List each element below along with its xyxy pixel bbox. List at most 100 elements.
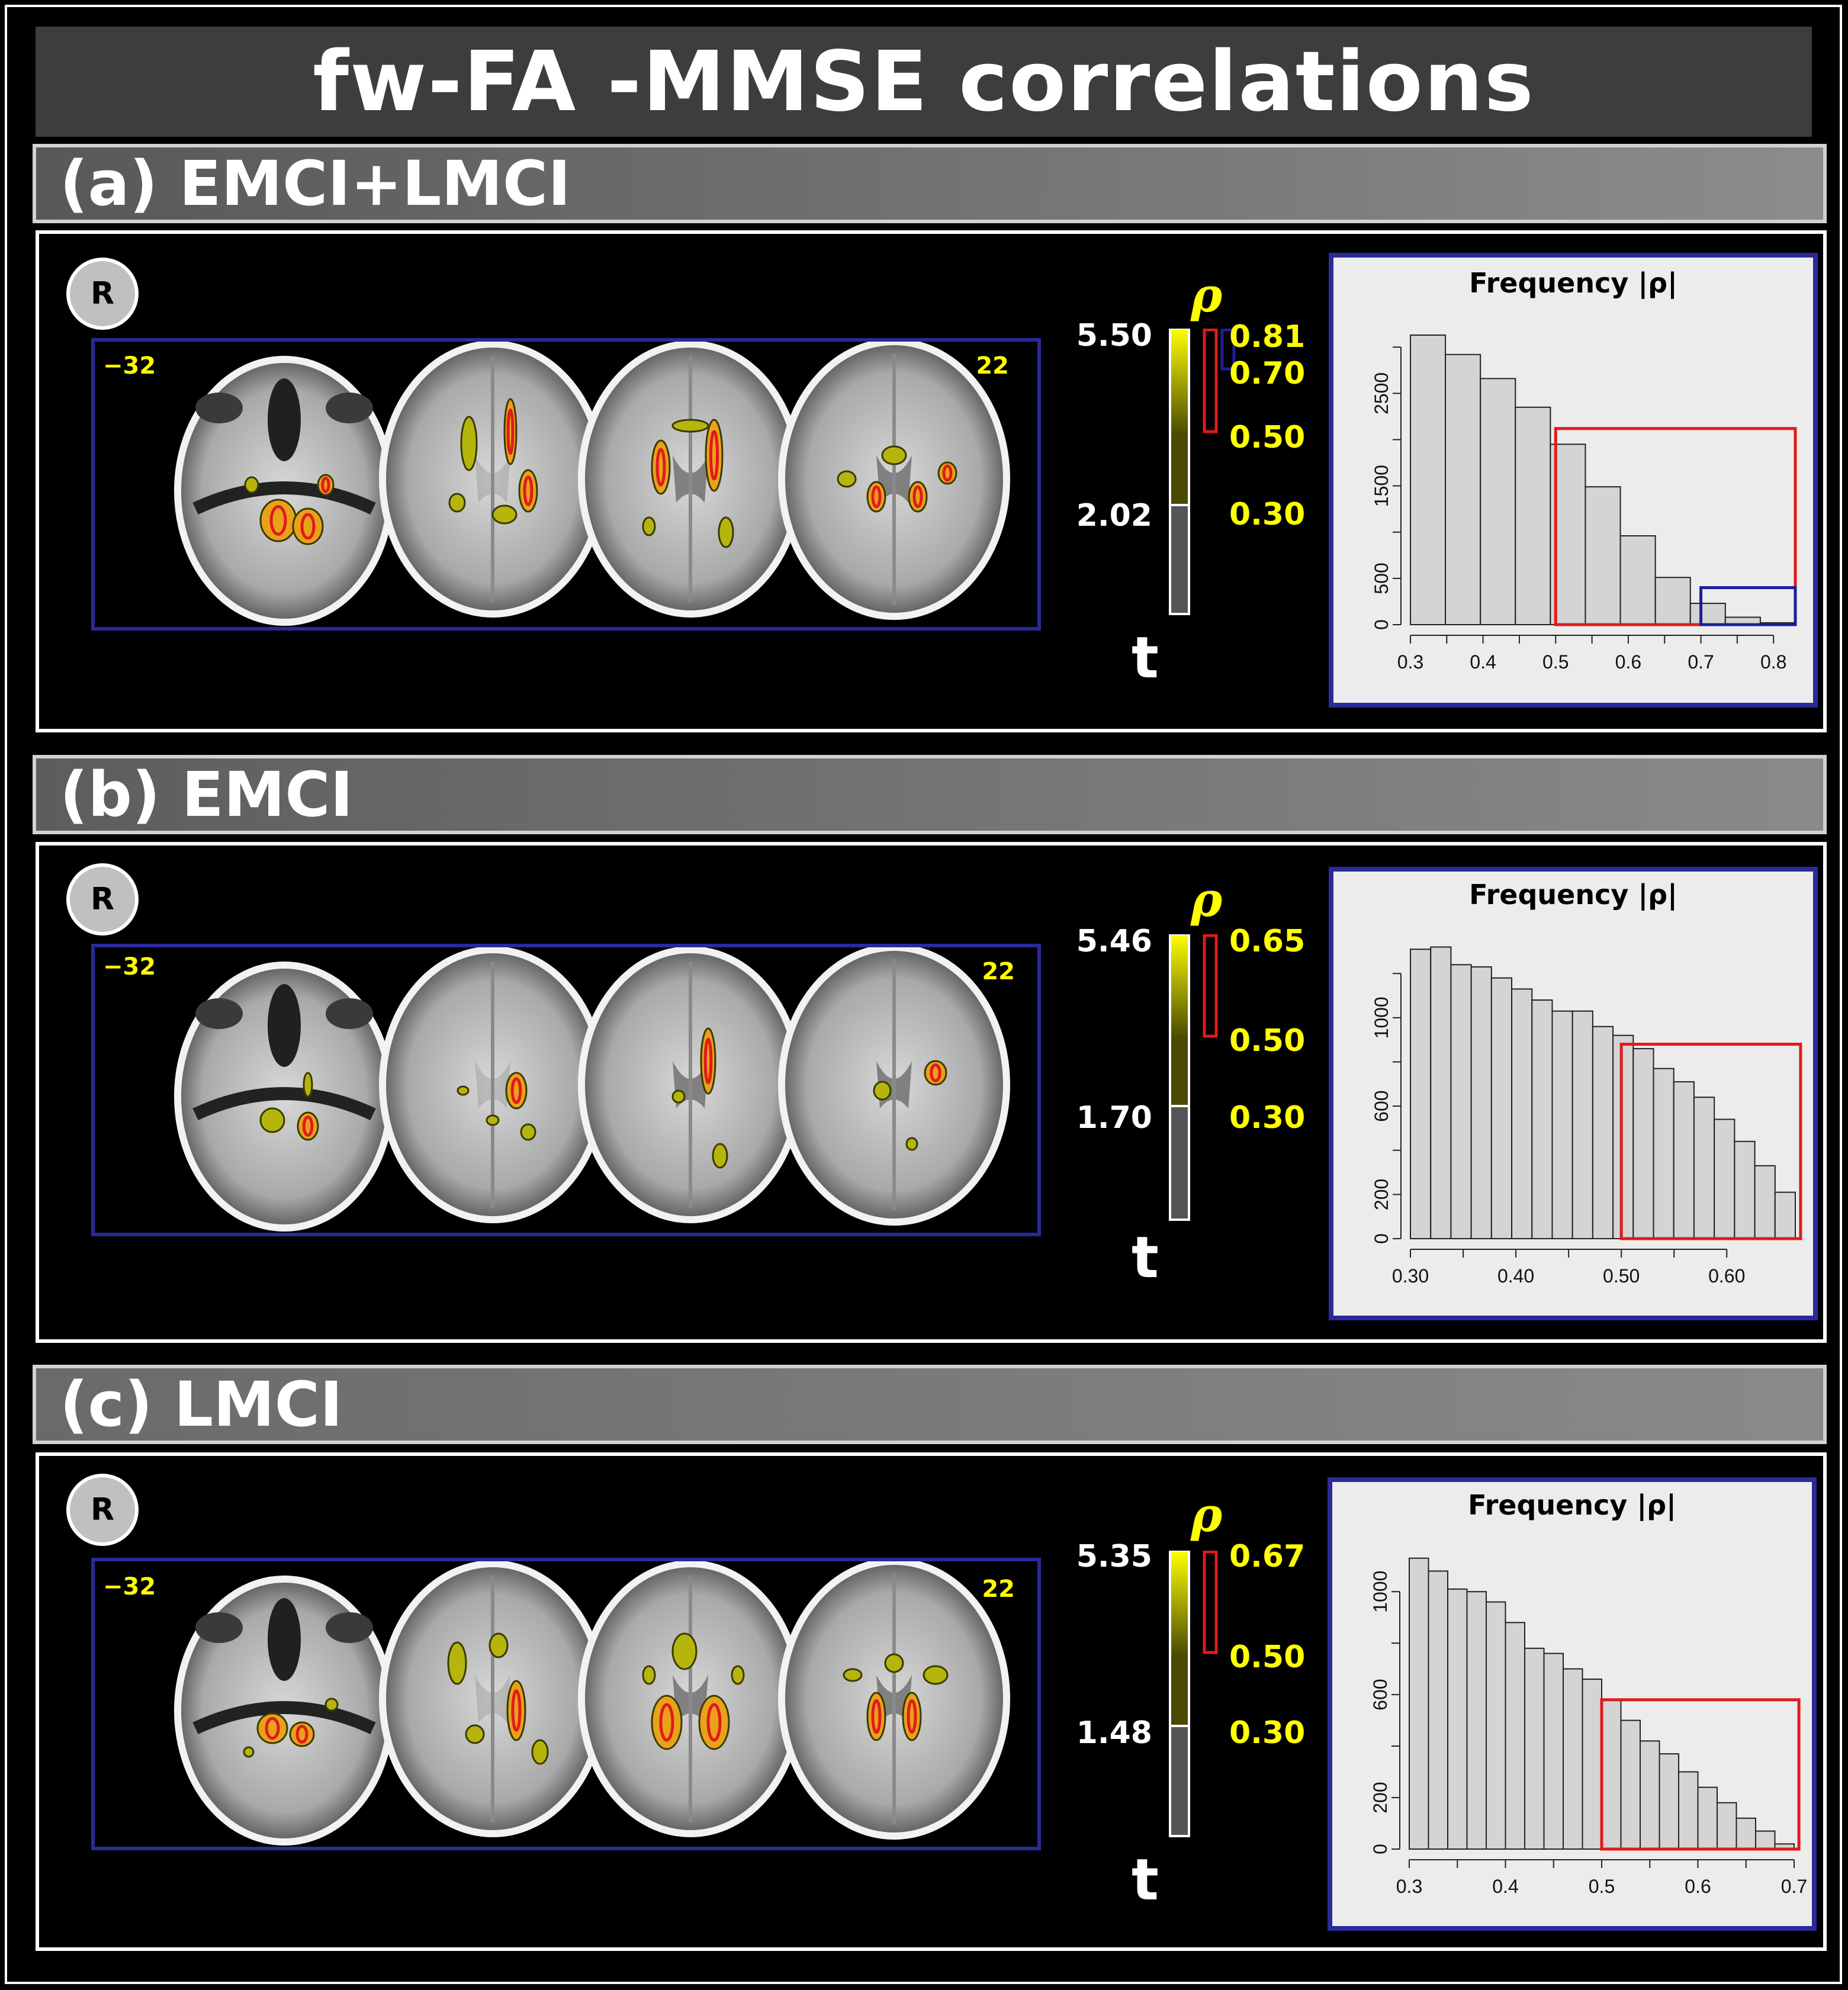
histogram-highlight-box <box>1619 1043 1802 1240</box>
activation-cluster <box>924 1060 947 1086</box>
activation-cluster <box>731 1665 745 1685</box>
x-tick-label: 0.5 <box>1542 651 1569 673</box>
slice-label-right: 22 <box>976 352 1009 380</box>
colorbar <box>1169 329 1236 615</box>
histogram-bar <box>1410 334 1447 625</box>
activation-cluster <box>289 1721 315 1747</box>
histogram-bar <box>1717 1802 1737 1850</box>
histogram-bar <box>1505 1622 1525 1850</box>
brain-structure <box>195 1612 243 1643</box>
histogram-bar <box>1734 1140 1756 1239</box>
activation-cluster <box>905 1137 918 1151</box>
activation-cluster <box>884 1653 904 1673</box>
activation-cluster-peak <box>709 430 719 481</box>
panel-b: R −32 22 5.46 1.70 ρ 0.65 0.50 0.30 t Fr… <box>36 842 1827 1343</box>
histogram-highlight-box <box>1600 1698 1801 1851</box>
histogram-bar <box>1551 1010 1573 1240</box>
colorbar-nonsignificant <box>1169 1725 1190 1837</box>
histogram-bar <box>1601 1699 1622 1850</box>
x-tick-label: 0.6 <box>1685 1876 1711 1897</box>
histogram-bar <box>1430 946 1452 1240</box>
colorbar-red-range <box>1203 1551 1218 1654</box>
activation-cluster <box>317 474 335 496</box>
activation-cluster-peak <box>907 1699 917 1734</box>
activation-cluster-peak <box>871 1699 882 1734</box>
x-tick-label: 0.50 <box>1603 1265 1640 1287</box>
x-tick-label: 0.4 <box>1470 651 1496 673</box>
rho-label-0: 0.81 <box>1229 319 1306 355</box>
x-tick-label: 0.4 <box>1492 1876 1518 1897</box>
brain-structure <box>268 1598 301 1681</box>
activation-cluster-peak <box>655 448 666 487</box>
histogram-bar <box>1640 1740 1660 1850</box>
histogram-bar <box>1632 1048 1654 1239</box>
y-tick-label: 0 <box>1371 1233 1392 1244</box>
activation-cluster <box>902 1692 922 1741</box>
activation-cluster <box>837 470 857 488</box>
activation-cluster <box>873 1081 892 1101</box>
x-tick-label: 0.8 <box>1760 651 1786 673</box>
brain-slices <box>174 342 1010 626</box>
histogram-highlight-box <box>1699 586 1797 626</box>
histogram-bar <box>1543 1653 1564 1850</box>
section-header-b: (b) EMCI <box>33 755 1827 834</box>
activation-cluster <box>324 1698 339 1712</box>
brain-structure <box>268 984 301 1067</box>
activation-cluster <box>866 481 886 513</box>
t-min-label: 2.02 <box>1076 498 1152 533</box>
y-tick-label: 1000 <box>1370 1571 1391 1613</box>
activation-cluster <box>531 1739 549 1765</box>
activation-cluster-peak <box>659 1703 674 1742</box>
histogram-bar <box>1755 1830 1776 1850</box>
slice-label-left: −32 <box>103 953 156 980</box>
colorbar-red-range <box>1203 934 1218 1038</box>
activation-cluster <box>518 469 538 513</box>
histogram-highlight-box <box>1554 427 1797 626</box>
activation-cluster <box>642 1665 656 1685</box>
histogram-bar <box>1524 1647 1545 1850</box>
rho-label-1: 0.50 <box>1229 1023 1306 1059</box>
activation-cluster-peak <box>930 1063 941 1082</box>
histogram-bar <box>1511 988 1533 1239</box>
t-max-label: 5.46 <box>1076 924 1152 959</box>
histogram-bar <box>1735 1817 1756 1850</box>
histogram-bar <box>1654 577 1691 625</box>
x-tick-label: 0.7 <box>1688 651 1714 673</box>
activation-cluster <box>448 493 466 513</box>
brain-structure <box>268 378 301 461</box>
histogram-bar <box>1592 1025 1614 1239</box>
histogram-bar <box>1531 999 1553 1239</box>
t-symbol: t <box>1132 625 1159 691</box>
t-min-label: 1.48 <box>1076 1715 1152 1751</box>
y-tick-label: 600 <box>1370 1679 1391 1710</box>
x-tick-label: 0.30 <box>1392 1265 1429 1287</box>
t-symbol: t <box>1132 1224 1159 1291</box>
colorbar-significant <box>1169 934 1190 1107</box>
activation-cluster-peak <box>302 1115 314 1137</box>
x-tick-label: 0.3 <box>1397 651 1423 673</box>
histogram-bar <box>1619 535 1656 625</box>
section-b-title: (b) EMCI <box>60 758 353 831</box>
activation-cluster-peak <box>300 513 316 540</box>
activation-cluster <box>671 419 709 433</box>
x-tick-label: 0.60 <box>1708 1265 1745 1287</box>
histogram-bar <box>1515 406 1551 625</box>
x-tick-label: 0.40 <box>1497 1265 1534 1287</box>
x-tick-label: 0.3 <box>1396 1876 1422 1897</box>
histogram-bar <box>1410 949 1432 1239</box>
rho-label-2: 0.30 <box>1229 1715 1306 1751</box>
activation-cluster <box>908 481 928 513</box>
histogram-bar <box>1447 1588 1468 1850</box>
brain-slices <box>174 947 1010 1232</box>
x-tick-label: 0.5 <box>1589 1876 1615 1897</box>
histogram-bar <box>1689 603 1726 625</box>
y-tick-label: 0 <box>1371 619 1392 630</box>
histogram-bar <box>1563 1668 1583 1850</box>
histogram-bar <box>1653 1068 1675 1239</box>
activation-cluster-peak <box>912 485 923 509</box>
t-max-label: 5.35 <box>1076 1539 1152 1574</box>
activation-cluster <box>491 504 518 525</box>
activation-cluster <box>505 1072 528 1110</box>
y-tick-label: 200 <box>1371 1179 1392 1210</box>
